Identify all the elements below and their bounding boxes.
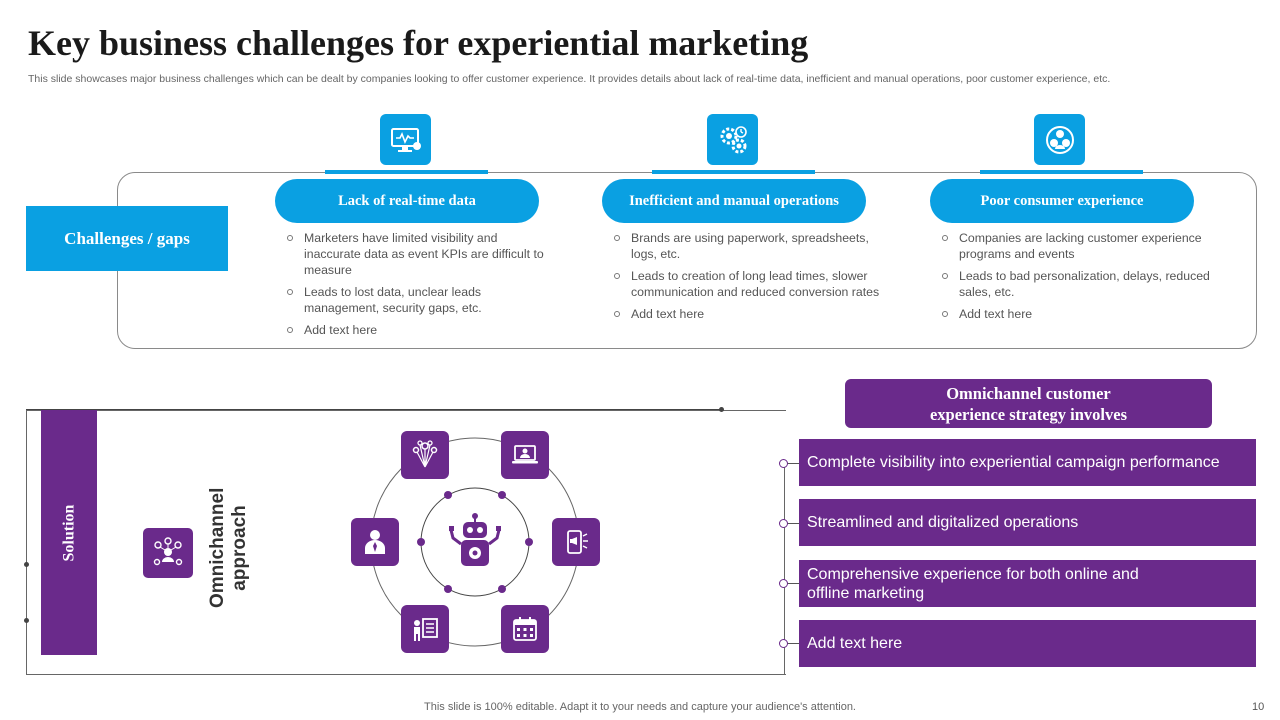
slide-footer: This slide is 100% editable. Adapt it to… <box>424 701 856 713</box>
list-item: Leads to lost data, unclear leads manage… <box>285 284 555 316</box>
customer-rating-icon <box>1034 114 1085 165</box>
list-item: Add text here <box>940 306 1210 322</box>
column-underline <box>980 170 1143 174</box>
network-people-icon <box>143 528 193 578</box>
strategy-heading: Omnichannel customer experience strategy… <box>845 379 1212 428</box>
presentation-board-icon <box>401 605 449 653</box>
solution-frame-right <box>784 463 785 675</box>
mobile-marketing-icon <box>552 518 600 566</box>
strategy-item: Streamlined and digitalized operations <box>799 499 1256 546</box>
laptop-user-icon <box>501 431 549 479</box>
slide-title: Key business challenges for experiential… <box>28 23 809 63</box>
bulb-ideas-icon <box>401 431 449 479</box>
solution-top-line <box>26 409 722 410</box>
connector-dot <box>779 579 788 588</box>
list-item: Marketers have limited visibility and in… <box>285 230 555 278</box>
challenge-bullets-operations: Brands are using paperwork, spreadsheets… <box>612 230 882 328</box>
calendar-icon <box>501 605 549 653</box>
robot-gear-icon <box>445 512 505 572</box>
challenge-bullets-realtime: Marketers have limited visibility and in… <box>285 230 555 344</box>
list-item: Leads to creation of long lead times, sl… <box>612 268 882 300</box>
list-item: Companies are lacking customer experienc… <box>940 230 1210 262</box>
businessman-icon <box>351 518 399 566</box>
list-item: Add text here <box>612 306 882 322</box>
connector-line <box>784 583 799 584</box>
omnichannel-approach-text: Omnichannel approach <box>207 487 250 608</box>
list-item: Leads to bad personalization, delays, re… <box>940 268 1210 300</box>
page-number: 10 <box>1252 701 1265 713</box>
column-underline <box>652 170 815 174</box>
list-item: Add text here <box>285 322 555 338</box>
strategy-item: Comprehensive experience for both online… <box>799 560 1256 607</box>
gears-clock-icon <box>707 114 758 165</box>
strategy-item-text: Comprehensive experience for both online… <box>807 565 1139 602</box>
solution-label: Solution <box>60 504 78 561</box>
omnichannel-approach-label: Omnichannel approach <box>204 483 254 613</box>
strategy-item: Complete visibility into experiential ca… <box>799 439 1256 486</box>
challenge-heading-operations: Inefficient and manual operations <box>602 179 866 223</box>
column-underline <box>325 170 488 174</box>
solution-frame <box>26 410 786 675</box>
connector-line <box>784 463 799 464</box>
challenge-heading-experience: Poor consumer experience <box>930 179 1194 223</box>
line-end-dot <box>24 618 29 623</box>
connector-dot <box>779 459 788 468</box>
list-item: Brands are using paperwork, spreadsheets… <box>612 230 882 262</box>
connector-dot <box>779 519 788 528</box>
line-end-dot <box>24 562 29 567</box>
monitor-analytics-icon <box>380 114 431 165</box>
connector-line <box>784 523 799 524</box>
strategy-item: Add text here <box>799 620 1256 667</box>
line-end-dot <box>719 407 724 412</box>
connector-line <box>784 643 799 644</box>
solution-bar: Solution <box>41 410 97 655</box>
connector-dot <box>779 639 788 648</box>
challenge-heading-realtime: Lack of real-time data <box>275 179 539 223</box>
strategy-heading-text: Omnichannel customer experience strategy… <box>929 383 1128 424</box>
slide-subtitle: This slide showcases major business chal… <box>28 73 1111 85</box>
challenges-label: Challenges / gaps <box>26 206 228 271</box>
challenge-bullets-experience: Companies are lacking customer experienc… <box>940 230 1210 328</box>
omnichannel-wheel <box>350 428 602 656</box>
